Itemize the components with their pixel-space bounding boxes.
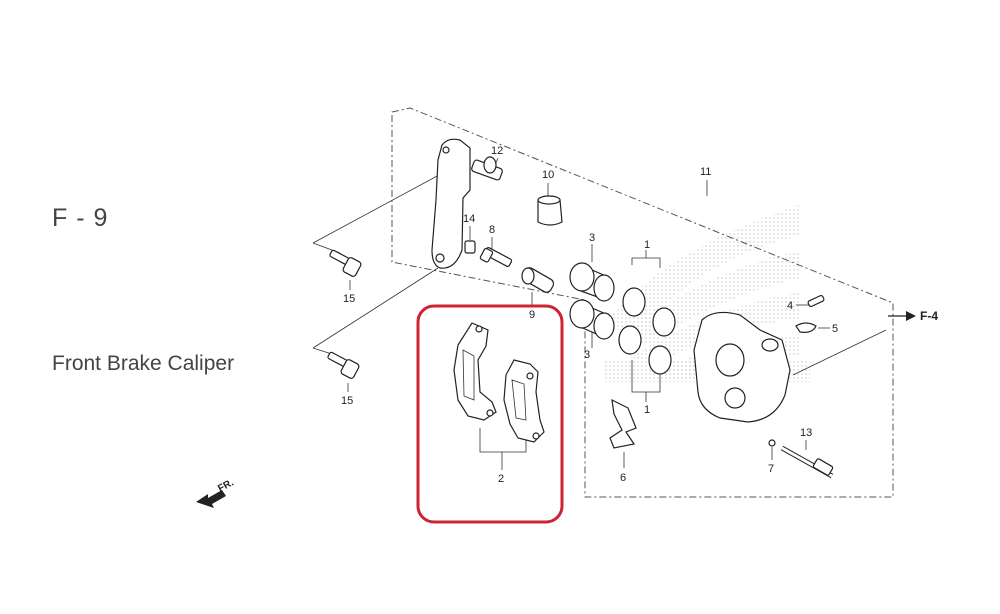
callout-8: 8 xyxy=(489,224,495,236)
pin-bolt-part xyxy=(479,247,513,267)
callout-9: 9 xyxy=(529,309,535,321)
callout-5: 5 xyxy=(832,323,838,335)
callout-4: 4 xyxy=(787,300,793,312)
piston-seal-set xyxy=(618,287,676,375)
reference-arrow xyxy=(888,311,916,321)
callout-15b: 15 xyxy=(341,395,353,407)
mounting-bolt-part-lower xyxy=(327,351,360,379)
diagram-title: Front Brake Caliper xyxy=(52,352,235,375)
callout-3b: 3 xyxy=(584,349,590,361)
bleeder-screw-part xyxy=(807,294,825,308)
sleeve-pin-part xyxy=(521,267,555,293)
piston-part-lower xyxy=(569,299,615,340)
callout-14: 14 xyxy=(463,213,475,225)
direction-label: FR. xyxy=(216,477,236,494)
washer-part xyxy=(768,439,776,447)
mounting-bolt-part-upper xyxy=(329,249,362,277)
callout-10: 10 xyxy=(542,169,554,181)
brake-pad-left xyxy=(453,322,497,421)
assembly-outline xyxy=(391,107,894,498)
forward-direction-icon xyxy=(196,490,226,508)
caliper-body-part xyxy=(693,311,791,423)
brake-pad-right xyxy=(503,359,545,443)
reference-label: F-4 xyxy=(920,309,938,323)
bleeder-cap-part xyxy=(795,322,817,333)
callout-2: 2 xyxy=(498,473,504,485)
callout-11: 11 xyxy=(700,166,711,178)
callout-1a: 1 xyxy=(644,239,650,251)
callout-6: 6 xyxy=(620,472,626,484)
diagram-code: F - 9 xyxy=(52,204,109,232)
pad-pin-part xyxy=(780,445,834,479)
pin-boot-part xyxy=(537,195,563,226)
piston-part-upper xyxy=(569,262,615,302)
callout-13: 13 xyxy=(800,427,812,439)
callout-7: 7 xyxy=(768,463,774,475)
highlight-box xyxy=(416,304,564,524)
nut-part xyxy=(464,240,476,254)
callout-1b: 1 xyxy=(644,404,650,416)
callout-12: 12 xyxy=(491,145,503,157)
caliper-bracket-part xyxy=(431,138,503,269)
callout-3a: 3 xyxy=(589,232,595,244)
callout-15a: 15 xyxy=(343,293,355,305)
pad-spring-part xyxy=(609,398,637,449)
